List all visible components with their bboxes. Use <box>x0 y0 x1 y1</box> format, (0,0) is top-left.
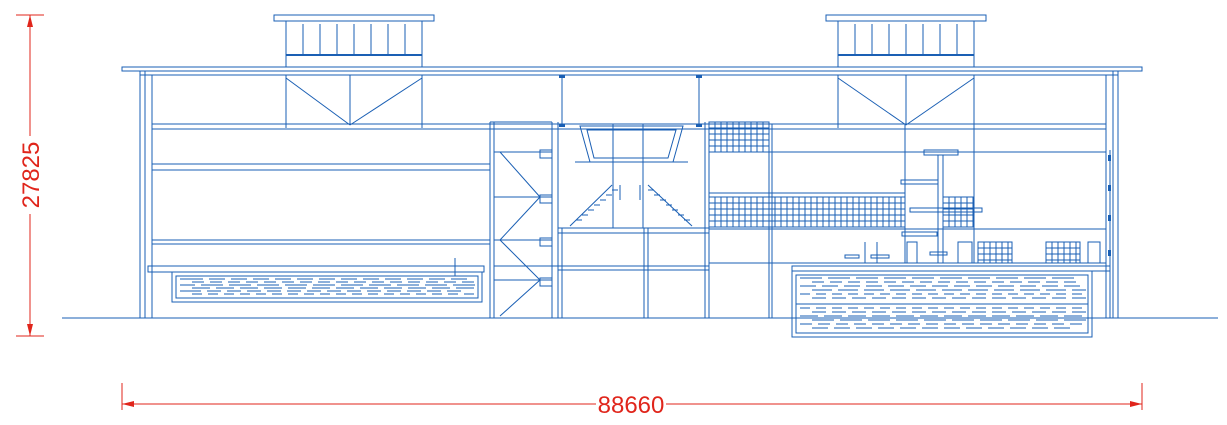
right-columns <box>768 124 1111 318</box>
hangers <box>559 75 702 127</box>
stair-flight <box>499 151 541 198</box>
stair-landing-block <box>539 149 553 159</box>
width-dimension-label: 88660 <box>598 392 665 419</box>
roof <box>121 66 1143 318</box>
stair-flight <box>499 239 541 281</box>
roof-truss-left <box>285 75 423 128</box>
vertical-dimension: 27825 <box>16 14 45 337</box>
stair-stringer <box>647 184 693 227</box>
diving-boards <box>900 149 1101 264</box>
window-frame <box>1045 241 1081 264</box>
stair-flight <box>499 196 541 241</box>
roof-lantern-right <box>825 14 987 68</box>
window-frame <box>977 241 1013 264</box>
stair-landing-block <box>539 277 553 287</box>
wall-fixtures <box>1108 155 1111 256</box>
stair-flight <box>499 279 541 317</box>
horizontal-dimension: 88660 <box>121 383 1143 419</box>
pool-left <box>147 258 485 303</box>
central-core <box>489 121 710 318</box>
diving-tower <box>575 124 688 228</box>
window-frame <box>708 196 906 228</box>
height-dimension-label: 27825 <box>18 142 45 209</box>
stair-landing-block <box>539 194 553 204</box>
stair-stringer <box>569 184 613 227</box>
roof-truss-right <box>837 75 975 128</box>
roof-lantern-left <box>273 14 435 68</box>
main-beams <box>152 123 1106 264</box>
pool-right <box>791 265 1111 338</box>
pool-side-furniture <box>844 242 890 263</box>
stair-landing-block <box>539 237 553 247</box>
